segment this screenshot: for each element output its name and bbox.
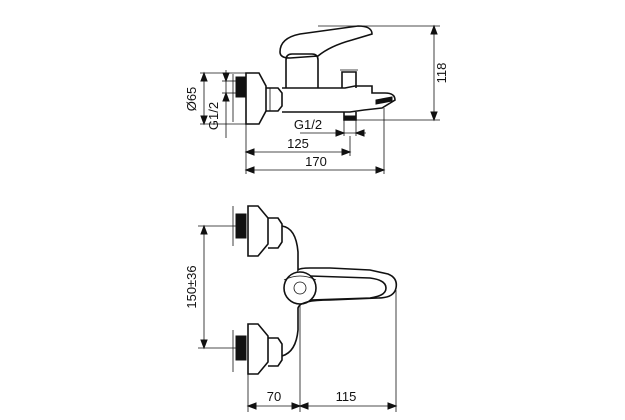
dim-thread-inlet: G1/2 bbox=[206, 102, 221, 130]
dim-length-170: 170 bbox=[305, 154, 327, 169]
front-diverter-knob bbox=[341, 71, 357, 88]
dim-thread-outlet: G1/2 bbox=[294, 117, 322, 132]
dim-inlet-spacing: 150±36 bbox=[184, 265, 199, 308]
plan-mixer-body bbox=[281, 225, 398, 357]
front-view: 118 Ø65 G1/2 G1/2 125 170 bbox=[184, 24, 449, 174]
dim-diameter: Ø65 bbox=[184, 87, 199, 112]
dim-depth-115: 115 bbox=[336, 389, 357, 404]
front-mixer-body bbox=[282, 85, 396, 113]
front-wall-flange bbox=[245, 72, 267, 125]
plan-lever bbox=[309, 275, 387, 301]
dim-length-125: 125 bbox=[287, 136, 309, 151]
plan-upper-flange bbox=[247, 205, 269, 257]
plan-lower-inlet bbox=[235, 335, 247, 361]
front-spout-outlet bbox=[375, 96, 393, 105]
dim-height: 118 bbox=[434, 63, 449, 84]
front-lever-handle bbox=[279, 25, 373, 59]
dim-depth-70: 70 bbox=[267, 389, 281, 404]
front-lever-stem bbox=[285, 53, 319, 88]
plan-view: 150±36 70 115 bbox=[184, 205, 398, 412]
front-inlet-connector bbox=[235, 76, 246, 98]
plan-lower-flange bbox=[247, 323, 269, 375]
plan-upper-inlet bbox=[235, 213, 247, 239]
front-hex-nut bbox=[266, 87, 283, 112]
